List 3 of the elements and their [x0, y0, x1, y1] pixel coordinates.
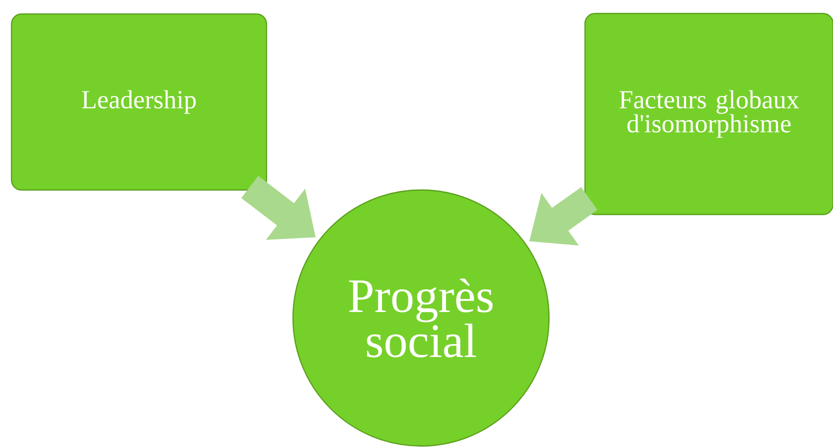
process-box: Leadership — [10, 13, 268, 191]
circle-node: Progrès social — [292, 189, 550, 447]
process-box: Facteurs globaux d'isomorphisme — [584, 12, 833, 216]
